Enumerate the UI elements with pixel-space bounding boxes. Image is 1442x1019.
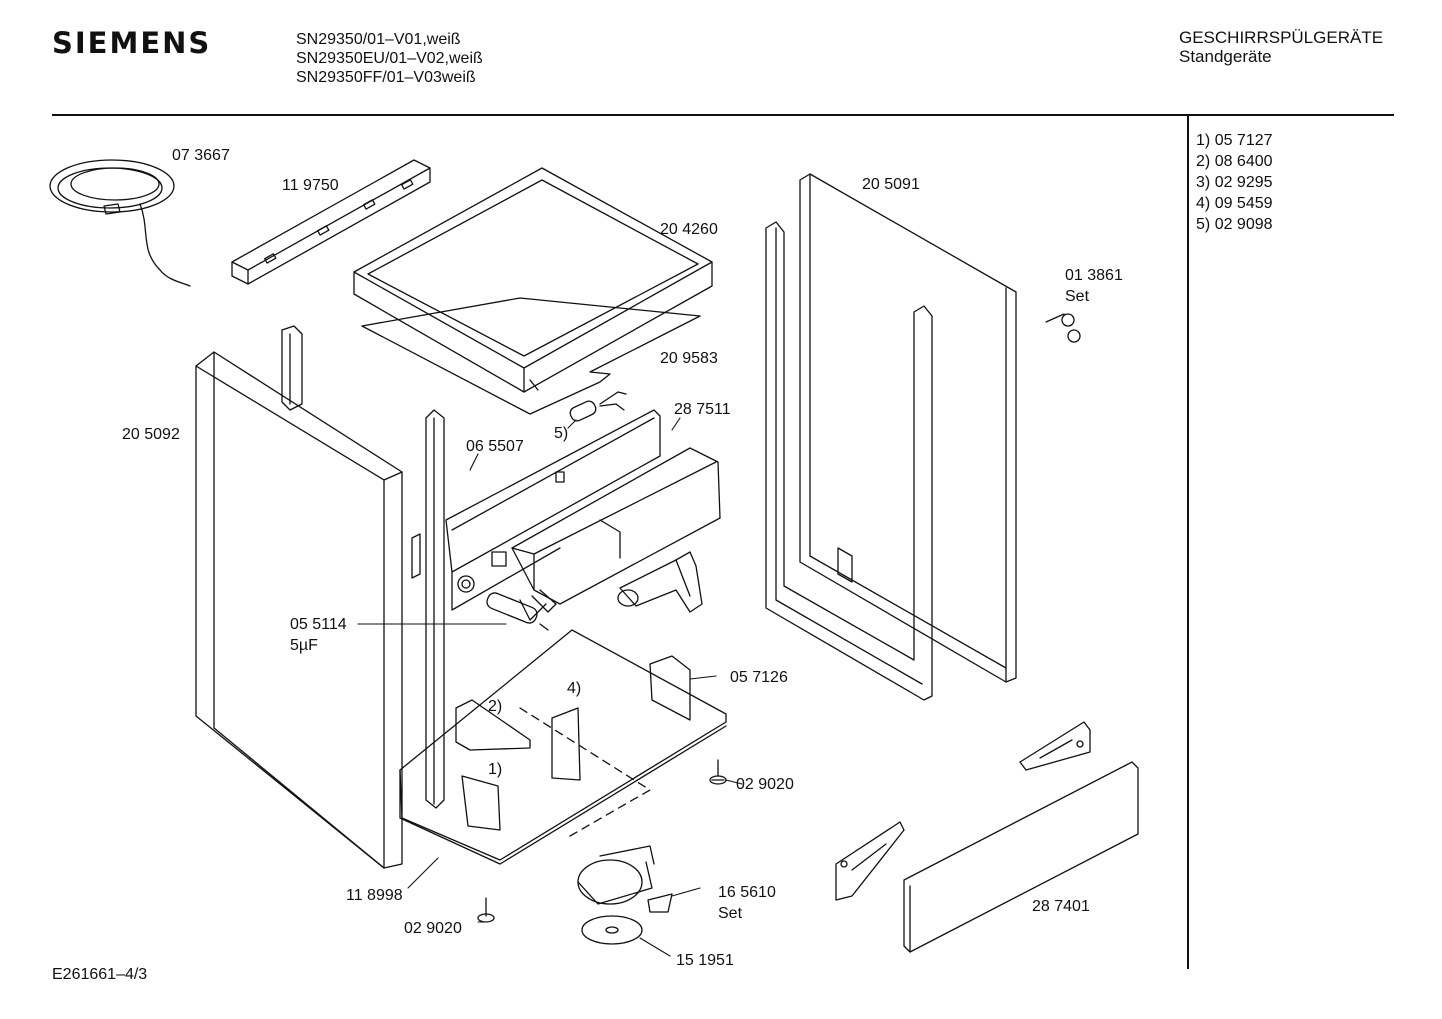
label-ref-4: 4) [567, 680, 582, 697]
legend-part: 09 5459 [1214, 195, 1273, 212]
label-pump-set-part: 16 5610 [718, 884, 776, 901]
hose-connector-drawing [618, 552, 702, 612]
model-line: SN29350/01–V01,weiß [296, 31, 461, 48]
category-heading: GESCHIRRSPÜLGERÄTE Standgeräte [1179, 28, 1383, 66]
plinth-drawing [904, 762, 1138, 952]
label-disc: 15 1951 [676, 952, 734, 969]
label-left-side-panel: 20 5092 [122, 426, 180, 443]
capacitor-drawing [485, 591, 548, 630]
legend-item: 4) 09 5459 [1196, 193, 1273, 214]
legend-item: 2) 08 6400 [1196, 151, 1273, 172]
front-frame-drawing [446, 410, 660, 610]
label-ref-1: 1) [488, 761, 503, 778]
category-title: GESCHIRRSPÜLGERÄTE [1179, 28, 1384, 47]
plinth-bracket-upper-drawing [1020, 722, 1090, 770]
model-list: SN29350/01–V01,weiß SN29350EU/01–V02,wei… [296, 30, 483, 87]
legend-index: 5) [1196, 216, 1211, 233]
right-frame-drawing [766, 222, 932, 700]
parts-legend: 1) 05 7127 2) 08 6400 3) 02 9295 4) 09 5… [1196, 130, 1273, 235]
model-line: SN29350FF/01–V03weiß [296, 69, 476, 86]
duct-drawing [512, 448, 720, 620]
label-bracket-right: 05 7126 [730, 669, 788, 686]
label-capacitor-value: 5µF [290, 637, 318, 654]
leader-lines [358, 418, 742, 956]
screw-set-drawing [1046, 314, 1080, 342]
label-foot-right: 02 9020 [736, 776, 794, 793]
legend-item: 5) 02 9098 [1196, 214, 1273, 235]
rail-drawing [232, 160, 430, 284]
header-divider [52, 114, 1394, 116]
plinth-bracket-lower-drawing [836, 822, 904, 900]
label-foot-left: 02 9020 [404, 920, 462, 937]
power-cord-drawing [50, 160, 190, 286]
legend-index: 4) [1196, 195, 1211, 212]
legend-item: 3) 02 9295 [1196, 172, 1273, 193]
foot-left-drawing [478, 898, 494, 922]
foot-right-drawing [710, 760, 726, 784]
worktop-drawing [354, 168, 712, 392]
label-screw-set-part: 01 3861 [1065, 267, 1123, 284]
worktop-sheet-drawing [362, 298, 700, 414]
base-frame-drawing [400, 630, 726, 864]
left-side-panel-drawing [196, 352, 402, 868]
capacitor-small-drawing [568, 392, 626, 423]
model-line: SN29350EU/01–V02,weiß [296, 50, 483, 67]
label-duct: 28 7511 [674, 401, 731, 418]
label-screw-set-word: Set [1065, 288, 1090, 305]
legend-divider [1187, 116, 1189, 969]
label-front-frame: 06 5507 [466, 438, 524, 455]
document-id: E261661–4/3 [52, 966, 148, 983]
legend-index: 2) [1196, 153, 1211, 170]
disc-drawing [582, 916, 642, 944]
legend-index: 3) [1196, 174, 1211, 191]
label-right-side-panel: 20 5091 [862, 176, 920, 193]
legend-index: 1) [1196, 132, 1211, 149]
label-pump-set-word: Set [718, 905, 743, 922]
pump-set-drawing [578, 846, 672, 912]
label-base-frame: 11 8998 [346, 887, 403, 904]
left-front-post-drawing [282, 326, 302, 410]
label-ref-5: 5) [554, 425, 569, 442]
label-worktop: 20 4260 [660, 221, 718, 238]
brand-logo: SIEMENS [52, 26, 212, 60]
label-ref-2: 2) [488, 698, 503, 715]
legend-part: 02 9295 [1214, 174, 1273, 191]
right-side-panel-drawing [800, 174, 1016, 682]
label-plinth: 28 7401 [1032, 898, 1090, 915]
legend-part: 08 6400 [1214, 153, 1273, 170]
legend-part: 02 9098 [1214, 216, 1273, 233]
legend-part: 05 7127 [1214, 132, 1273, 149]
label-worktop-sheet: 20 9583 [660, 350, 718, 367]
category-subtitle: Standgeräte [1179, 47, 1272, 66]
label-rail: 11 9750 [282, 177, 339, 194]
legend-item: 1) 05 7127 [1196, 130, 1273, 151]
label-power-cord: 07 3667 [172, 147, 230, 164]
label-capacitor-part: 05 5114 [290, 616, 347, 633]
door-upright-drawing [412, 410, 444, 808]
